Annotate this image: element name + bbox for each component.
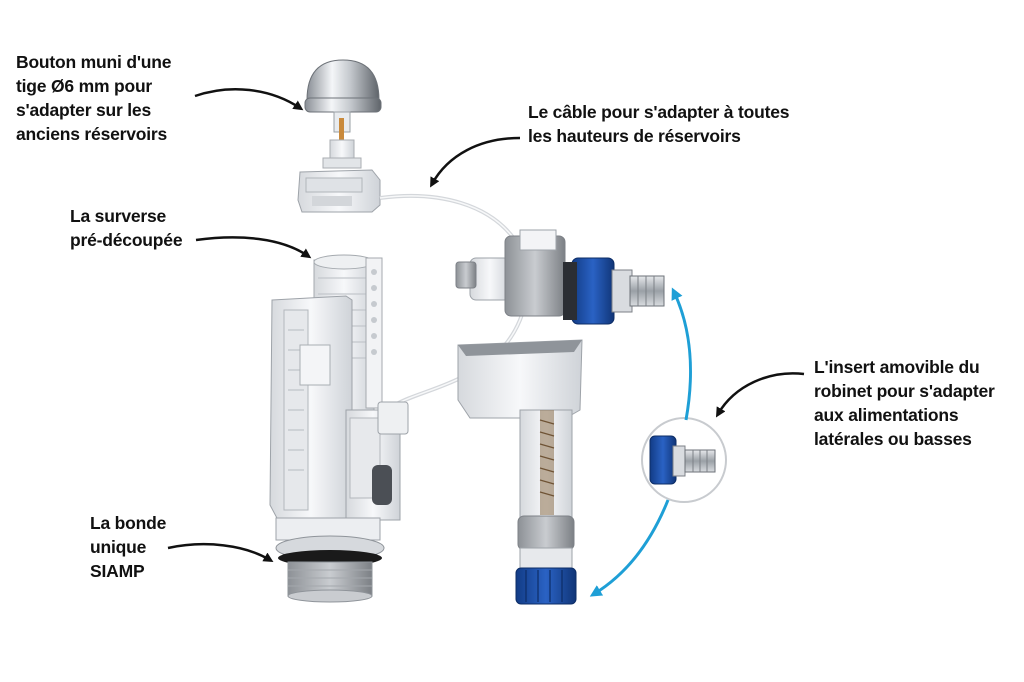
blue-arrow-lower xyxy=(589,499,670,597)
label-line: La surverse xyxy=(70,206,167,226)
cable-housing-illustration xyxy=(297,169,381,213)
label-line: unique xyxy=(90,537,147,557)
arrow-button xyxy=(194,88,304,111)
label-line: Bouton muni d'une xyxy=(16,52,172,72)
arrow-insert xyxy=(715,372,805,418)
label-line: pré-découpée xyxy=(70,230,183,250)
label-line: SIAMP xyxy=(90,561,145,581)
label-line: aux alimentations xyxy=(814,405,959,425)
label-bonde: La bonde unique SIAMP xyxy=(90,511,166,583)
label-line: L'insert amovible du xyxy=(814,357,980,377)
push-button-illustration xyxy=(304,59,382,169)
arrow-bonde xyxy=(167,543,274,563)
insert-inset-illustration xyxy=(641,417,727,503)
label-line: latérales ou basses xyxy=(814,429,972,449)
label-cable: Le câble pour s'adapter à toutes les hau… xyxy=(528,100,790,148)
label-line: Le câble pour s'adapter à toutes xyxy=(528,102,790,122)
blue-arrow-upper xyxy=(671,287,692,421)
arrow-cable xyxy=(430,136,521,188)
label-line: anciens réservoirs xyxy=(16,124,168,144)
label-line: robinet pour s'adapter xyxy=(814,381,995,401)
flush-valve-illustration xyxy=(269,254,409,603)
label-push-button: Bouton muni d'une tige Ø6 mm pour s'adap… xyxy=(16,50,172,146)
label-line: s'adapter sur les xyxy=(16,100,151,120)
label-overflow: La surverse pré-découpée xyxy=(70,204,183,252)
fill-valve-illustration xyxy=(455,229,665,605)
label-removable-insert: L'insert amovible du robinet pour s'adap… xyxy=(814,355,995,451)
arrow-overflow xyxy=(195,236,312,259)
label-line: La bonde xyxy=(90,513,167,533)
label-line: tige Ø6 mm pour xyxy=(16,76,153,96)
label-line: les hauteurs de réservoirs xyxy=(528,126,741,146)
